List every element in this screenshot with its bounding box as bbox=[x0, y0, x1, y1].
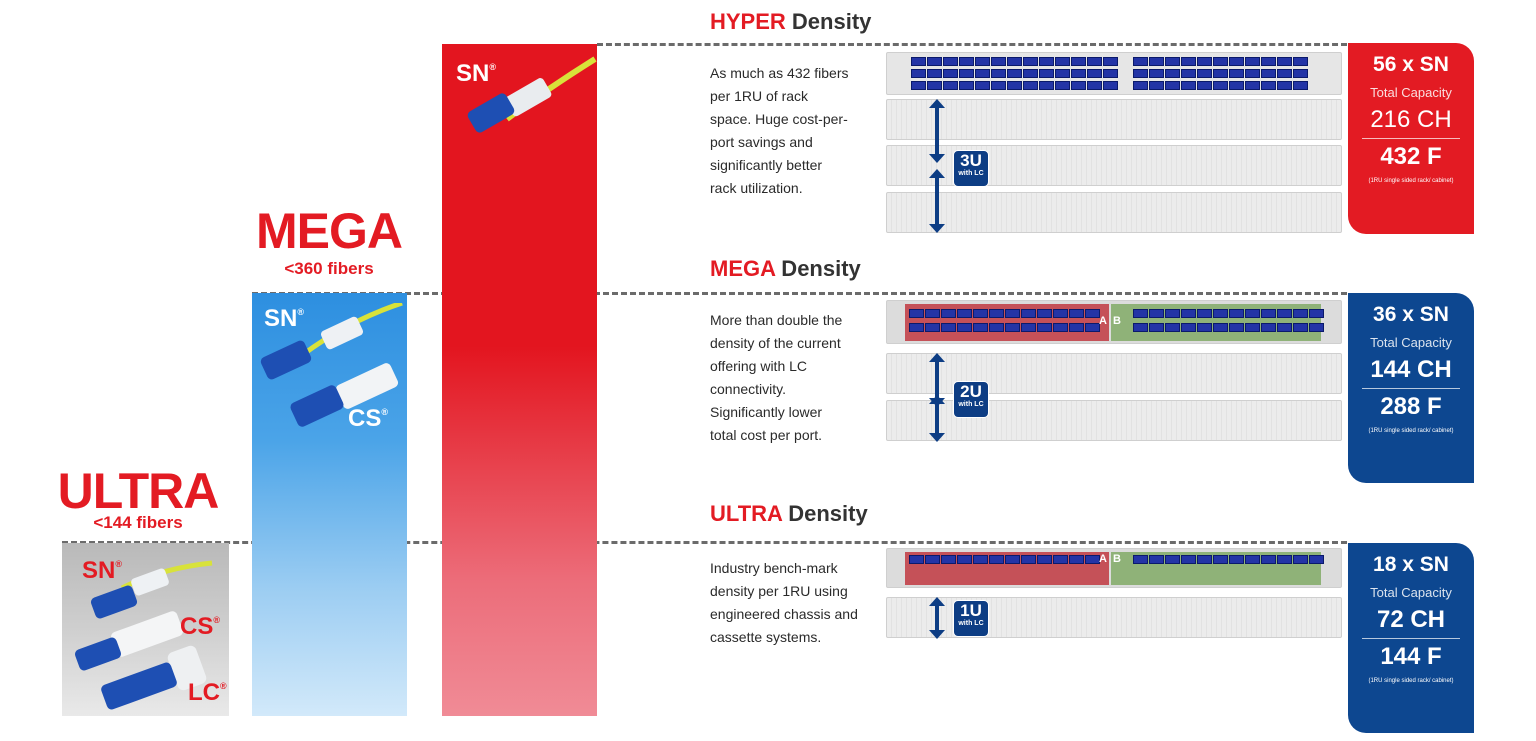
hyper-tier-line bbox=[597, 43, 1347, 46]
mega-with-lc-text: with LC bbox=[958, 401, 984, 408]
ultra-panel-a-label: A bbox=[1099, 553, 1107, 565]
hyper-with-lc-text: with LC bbox=[958, 170, 984, 177]
trademark-mark: ® bbox=[115, 559, 122, 569]
trademark-mark: ® bbox=[297, 307, 304, 317]
mega-card-count: 36 x SN bbox=[1373, 303, 1449, 326]
mega-panel-a-ports-bot bbox=[909, 323, 1101, 332]
mega-panel-b-ports-top bbox=[1133, 309, 1325, 318]
hyper-density-heading: HYPER Density bbox=[710, 9, 871, 35]
ultra-height-arrow bbox=[929, 597, 945, 639]
mega-panel-b-label: B bbox=[1113, 315, 1121, 327]
mega-heading-highlight: MEGA bbox=[710, 256, 776, 281]
mega-card-note: (1RU single sided rack/ cabinet) bbox=[1368, 428, 1454, 434]
hyper-card-divider bbox=[1362, 138, 1460, 139]
mega-density-description: More than double the density of the curr… bbox=[710, 312, 843, 443]
hyper-card-channels: 216 CH bbox=[1370, 106, 1452, 133]
mega-heading-rest: Density bbox=[775, 256, 861, 281]
ultra-panel-a-ports bbox=[909, 555, 1101, 564]
ultra-tier-line bbox=[62, 541, 1347, 544]
ultra-units-text: 1U bbox=[960, 601, 982, 620]
ultra-tier-subtitle: <144 fibers bbox=[93, 513, 183, 532]
ultra-cs-label: CS® bbox=[180, 613, 220, 641]
mega-cs-label: CS® bbox=[348, 405, 388, 433]
mega-capacity-card: 36 x SN Total Capacity 144 CH 288 F (1RU… bbox=[1348, 293, 1474, 483]
mega-card-fibers: 288 F bbox=[1380, 393, 1442, 420]
ultra-lc-label: LC® bbox=[188, 679, 227, 707]
trademark-mark: ® bbox=[213, 615, 220, 625]
hyper-sn-ports-right-bot bbox=[1133, 81, 1309, 90]
ultra-heading-rest: Density bbox=[782, 501, 868, 526]
mega-tier-subtitle: <360 fibers bbox=[284, 259, 374, 278]
hyper-sn-ports-right-mid bbox=[1133, 69, 1309, 78]
mega-height-arrow-upper bbox=[929, 353, 945, 407]
mega-units-text: 2U bbox=[960, 382, 982, 401]
ultra-panel-b-ports bbox=[1133, 555, 1325, 564]
hyper-units-text: 3U bbox=[960, 151, 982, 170]
mega-density-heading: MEGA Density bbox=[710, 256, 861, 282]
ultra-panel-b-label: B bbox=[1113, 553, 1121, 565]
ultra-density-heading: ULTRA Density bbox=[710, 501, 868, 527]
ultra-card-channels: 72 CH bbox=[1376, 606, 1446, 633]
hyper-sn-ports-left-mid bbox=[911, 69, 1119, 78]
hyper-density-description: As much as 432 fibers per 1RU of rack sp… bbox=[710, 65, 849, 196]
hyper-capacity-card: 56 x SN Total Capacity 216 CH 432 F (1RU… bbox=[1348, 43, 1474, 234]
ultra-card-fibers: 144 F bbox=[1380, 643, 1442, 670]
ultra-density-description: Industry bench-mark density per 1RU usin… bbox=[710, 560, 858, 645]
hyper-sn-ports-right-top bbox=[1133, 57, 1309, 66]
hyper-rack-lc-panel-1 bbox=[886, 99, 1342, 140]
mega-rack-units-badge: 2U with LC bbox=[953, 381, 989, 418]
hyper-rack-sn-panel bbox=[886, 52, 1342, 95]
mega-tier-line bbox=[252, 292, 1347, 295]
hyper-column: SN® bbox=[442, 44, 597, 716]
ultra-card-note: (1RU single sided rack/ cabinet) bbox=[1368, 678, 1454, 684]
hyper-sn-text: SN bbox=[456, 60, 490, 87]
mega-sn-text: SN bbox=[264, 305, 298, 332]
ultra-column: SN® CS® LC® bbox=[62, 543, 229, 716]
hyper-card-fibers: 432 F bbox=[1380, 143, 1442, 170]
hyper-height-arrow-lower bbox=[929, 169, 945, 233]
ultra-sn-label: SN® bbox=[82, 557, 122, 585]
mega-panel-a-ports-top bbox=[909, 309, 1101, 318]
sn-cs-lc-connector-image bbox=[74, 560, 213, 710]
mega-height-arrow-lower bbox=[929, 395, 945, 442]
hyper-heading-rest: Density bbox=[785, 9, 872, 34]
hyper-sn-ports-left-bot bbox=[911, 81, 1119, 90]
ultra-tier-title: ULTRA bbox=[57, 463, 220, 519]
hyper-rack-units-badge: 3U with LC bbox=[953, 150, 989, 187]
mega-card-channels: 144 CH bbox=[1370, 356, 1452, 383]
ultra-capacity-card: 18 x SN Total Capacity 72 CH 144 F (1RU … bbox=[1348, 543, 1474, 733]
ultra-with-lc-text: with LC bbox=[958, 620, 984, 627]
trademark-mark: ® bbox=[489, 62, 496, 72]
hyper-heading-highlight: HYPER bbox=[710, 9, 786, 34]
mega-tier-title: MEGA bbox=[256, 203, 403, 259]
ultra-heading-highlight: ULTRA bbox=[710, 501, 783, 526]
ultra-rack-units-badge: 1U with LC bbox=[953, 600, 989, 637]
hyper-sn-label: SN® bbox=[456, 60, 496, 88]
mega-cs-text: CS bbox=[348, 405, 382, 432]
mega-panel-a-label: A bbox=[1099, 315, 1107, 327]
ultra-card-count: 18 x SN bbox=[1373, 553, 1449, 576]
mega-card-divider bbox=[1362, 388, 1460, 389]
mega-sn-label: SN® bbox=[264, 305, 304, 333]
trademark-mark: ® bbox=[220, 681, 227, 691]
ultra-cs-text: CS bbox=[180, 613, 214, 640]
hyper-card-count: 56 x SN bbox=[1373, 53, 1449, 76]
trademark-mark: ® bbox=[381, 407, 388, 417]
hyper-height-arrow-upper bbox=[929, 99, 945, 163]
mega-rack-sn-cs-panel: A B bbox=[886, 300, 1342, 344]
hyper-card-note: (1RU single sided rack/ cabinet) bbox=[1368, 178, 1454, 184]
mega-card-label: Total Capacity bbox=[1370, 335, 1452, 350]
ultra-lc-text: LC bbox=[188, 679, 220, 706]
sn-connector-image bbox=[467, 56, 597, 133]
ultra-card-label: Total Capacity bbox=[1370, 585, 1452, 600]
sn-cs-connector-image bbox=[260, 303, 403, 427]
mega-panel-b-ports-bot bbox=[1133, 323, 1325, 332]
ultra-rack-sn-cs-panel: A B bbox=[886, 548, 1342, 588]
hyper-sn-ports-left-top bbox=[911, 57, 1119, 66]
hyper-card-label: Total Capacity bbox=[1370, 85, 1452, 100]
ultra-card-divider bbox=[1362, 638, 1460, 639]
hyper-rack-lc-panel-3 bbox=[886, 192, 1342, 233]
ultra-sn-text: SN bbox=[82, 557, 116, 584]
mega-column: SN® CS® bbox=[252, 293, 407, 716]
